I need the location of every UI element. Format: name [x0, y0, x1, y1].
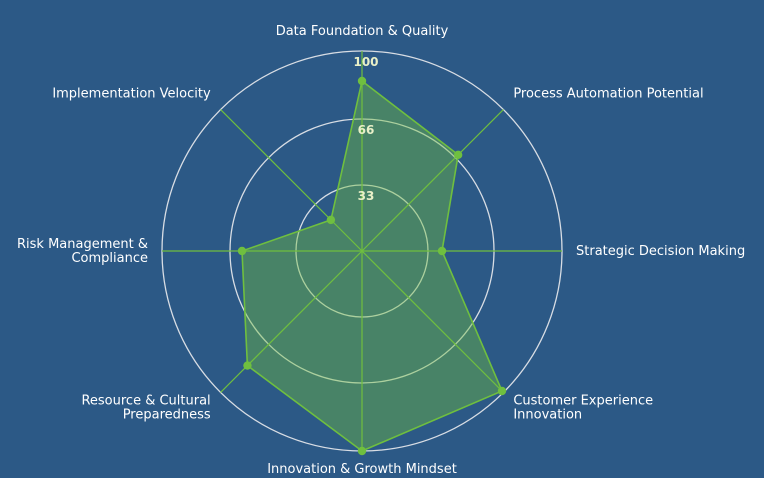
grid-spoke-5 [220, 250, 363, 393]
axis-label-line: Customer Experience [513, 393, 653, 408]
axis-label-6: Risk Management &Compliance [17, 237, 148, 266]
axis-label-line: Risk Management & [17, 237, 148, 252]
axis-label-1: Process Automation Potential [513, 87, 703, 102]
grid-spoke-7 [220, 109, 363, 252]
grid-spoke-1 [361, 109, 504, 252]
axis-label-7: Implementation Velocity [52, 87, 211, 102]
axis-label-line: Resource & Cultural [81, 393, 210, 408]
axis-label-0: Data Foundation & Quality [276, 24, 449, 39]
tick-label-33: 33 [358, 189, 375, 203]
axis-label-line: Strategic Decision Making [576, 244, 745, 259]
grid-spoke-3 [361, 250, 504, 393]
data-point-3 [497, 386, 507, 396]
data-point-7 [326, 215, 336, 225]
data-point-2 [437, 246, 447, 256]
axis-label-line: Implementation Velocity [52, 87, 211, 102]
axis-label-line: Innovation [513, 407, 582, 422]
axis-label-line: Preparedness [123, 407, 211, 422]
data-point-5 [243, 361, 252, 370]
tick-label-66: 66 [358, 123, 375, 137]
radar-series [237, 76, 507, 456]
axis-label-2: Strategic Decision Making [576, 244, 745, 259]
data-point-0 [357, 76, 367, 86]
axis-label-line: Process Automation Potential [513, 87, 703, 102]
axis-label-line: Innovation & Growth Mindset [267, 462, 457, 477]
axis-label-4: Innovation & Growth Mindset [267, 462, 457, 477]
data-point-4 [357, 446, 367, 456]
tick-label-100: 100 [353, 55, 378, 69]
data-point-6 [237, 246, 247, 256]
radial-ticks: 33 66 100 [353, 55, 378, 203]
axis-label-line: Data Foundation & Quality [276, 24, 449, 39]
axis-label-line: Compliance [71, 251, 148, 266]
data-point-1 [453, 150, 463, 160]
